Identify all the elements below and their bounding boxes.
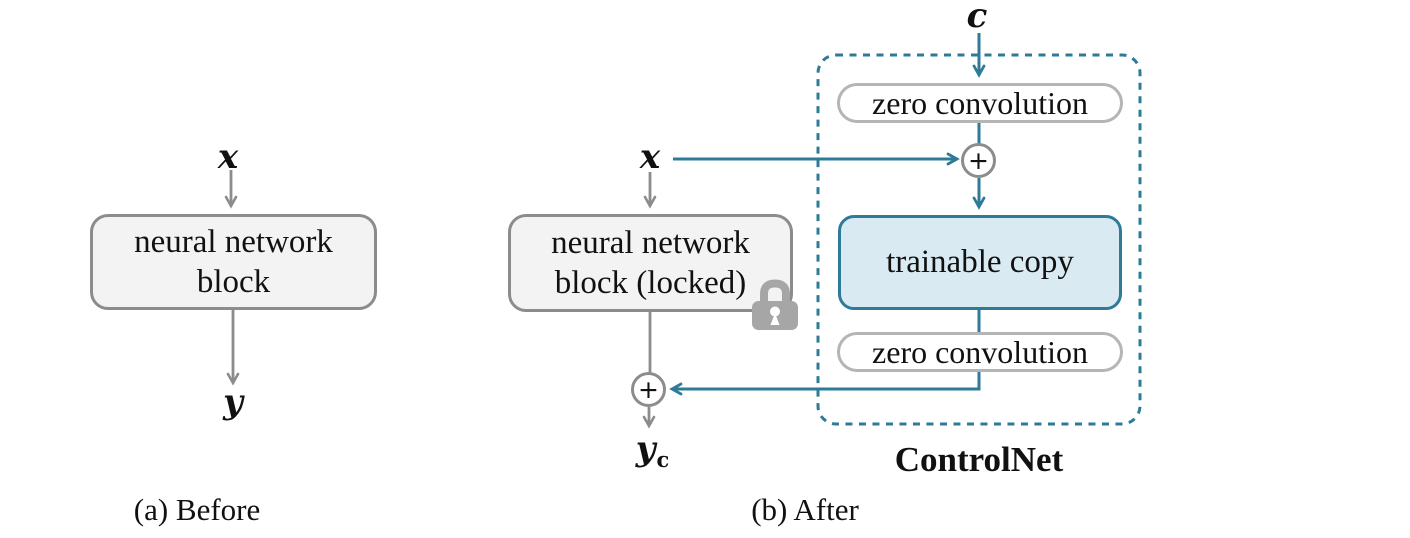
yc-base: y — [635, 429, 656, 469]
plus-symbol: + — [968, 146, 989, 175]
zero-convolution-bottom-pill: zero convolution — [837, 332, 1123, 372]
before-input-x-label: x — [217, 137, 239, 177]
block-text-line1: neural network — [134, 223, 333, 260]
yc-subscript: c — [656, 447, 670, 472]
block-text-line2: block — [196, 264, 271, 300]
before-output-y-label: y — [223, 382, 243, 422]
plus-node-bottom: + — [631, 372, 666, 407]
arrow-zero-conv-to-plus-bottom — [669, 371, 981, 396]
trainable-copy-label: trainable copy — [886, 244, 1074, 281]
after-condition-c-label: c — [966, 0, 988, 36]
after-locked-block: neural network block (locked) — [508, 214, 793, 312]
caption-after: (b) After — [751, 492, 859, 527]
trainable-copy-block: trainable copy — [838, 215, 1122, 310]
controlnet-title: ControlNet — [894, 440, 1064, 479]
plus-node-top: + — [961, 143, 996, 178]
zero-convolution-top-pill: zero convolution — [837, 83, 1123, 123]
after-input-x-label: x — [639, 137, 661, 177]
locked-block-text-line2: block (locked) — [554, 265, 747, 301]
plus-symbol: + — [638, 375, 659, 404]
zero-convolution-bottom-label: zero convolution — [872, 333, 1088, 370]
before-neural-network-block: neural network block — [90, 214, 377, 310]
caption-before: (a) Before — [133, 492, 261, 527]
locked-block-text-line1: neural network — [551, 224, 750, 261]
lock-icon — [752, 279, 798, 330]
after-output-yc-label: yc — [635, 429, 670, 472]
zero-convolution-top-label: zero convolution — [872, 84, 1088, 121]
